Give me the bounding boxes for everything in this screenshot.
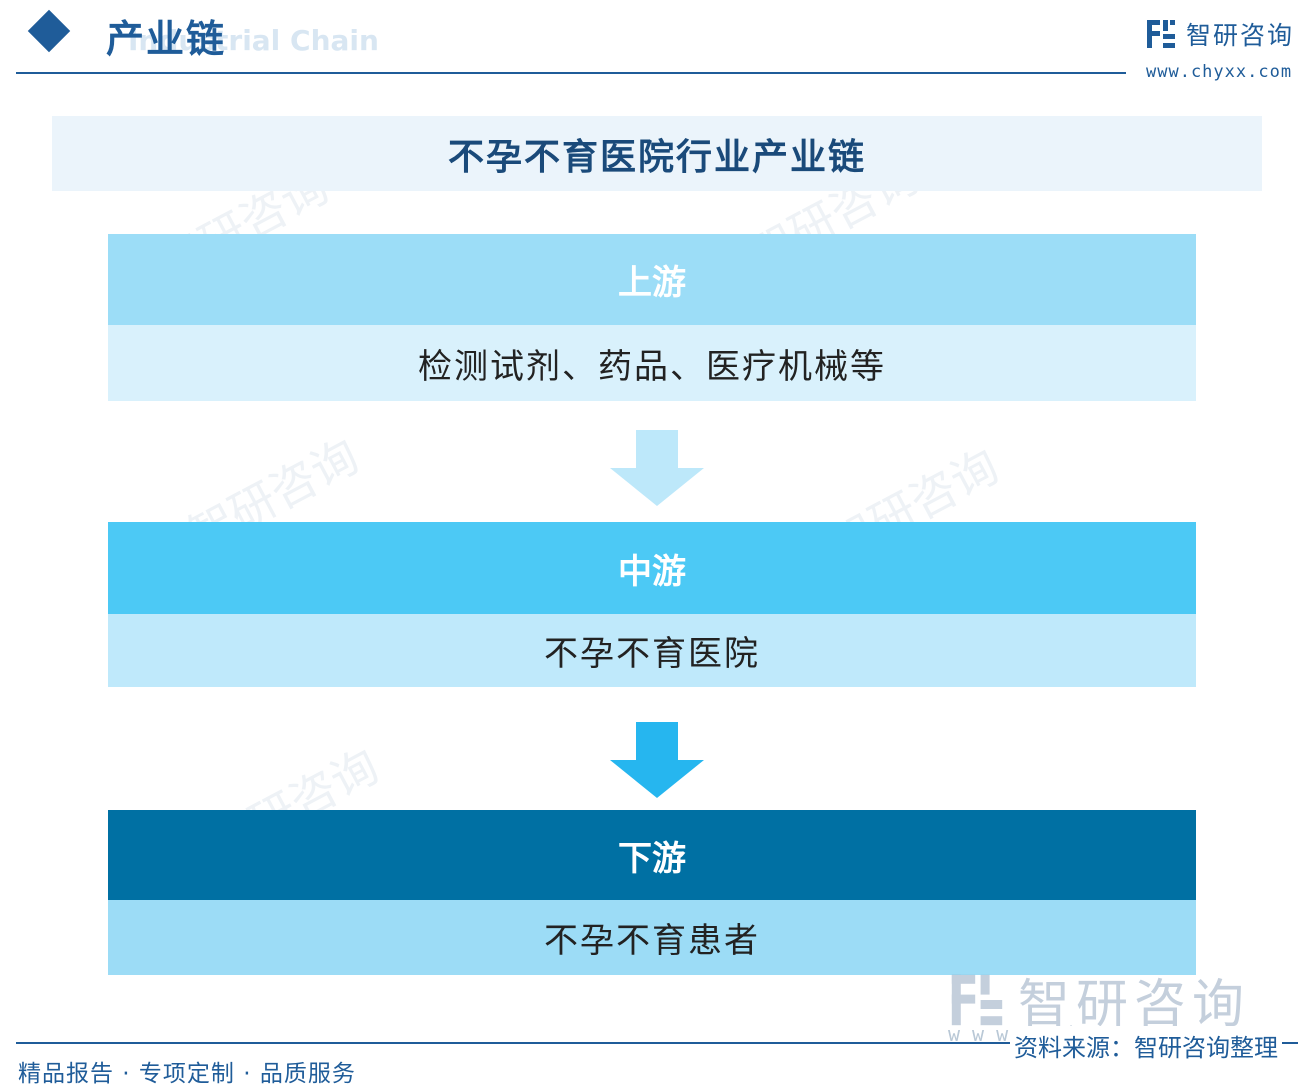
midstream-content: 不孕不育医院 xyxy=(108,614,1196,687)
brand-url: www.chyxx.com xyxy=(1146,62,1293,82)
down-arrow-icon xyxy=(610,722,704,798)
diagram-title: 不孕不育医院行业产业链 xyxy=(447,136,866,178)
header-diamond-icon xyxy=(27,9,71,53)
down-arrow-icon xyxy=(610,430,704,506)
brand-name: 智研咨询 xyxy=(1186,21,1295,50)
header-divider xyxy=(16,72,1126,74)
downstream-content: 不孕不育患者 xyxy=(108,900,1196,975)
brand-logo-icon xyxy=(1147,20,1175,48)
footer-slogan: 精品报告 · 专项定制 · 品质服务 xyxy=(18,1061,356,1087)
upstream-header: 上游 xyxy=(108,234,1196,325)
downstream-header: 下游 xyxy=(108,810,1196,900)
watermark-name: 智研咨询 xyxy=(1018,975,1251,1035)
midstream-header: 中游 xyxy=(108,522,1196,614)
source-note: 资料来源：智研咨询整理 xyxy=(1010,1026,1282,1065)
diagram-title-band: 不孕不育医院行业产业链 xyxy=(52,116,1262,191)
footer-divider xyxy=(16,1042,1298,1044)
header-title: 产业链 xyxy=(106,17,227,61)
brand-logo-block: 智研咨询 xyxy=(1146,16,1294,52)
header-subtitle: Industrial Chain xyxy=(128,24,379,57)
upstream-content: 检测试剂、药品、医疗机械等 xyxy=(108,325,1196,401)
watermark-logo: 智研咨询 xyxy=(950,962,1250,1037)
watermark-logo-icon xyxy=(951,974,1003,1025)
